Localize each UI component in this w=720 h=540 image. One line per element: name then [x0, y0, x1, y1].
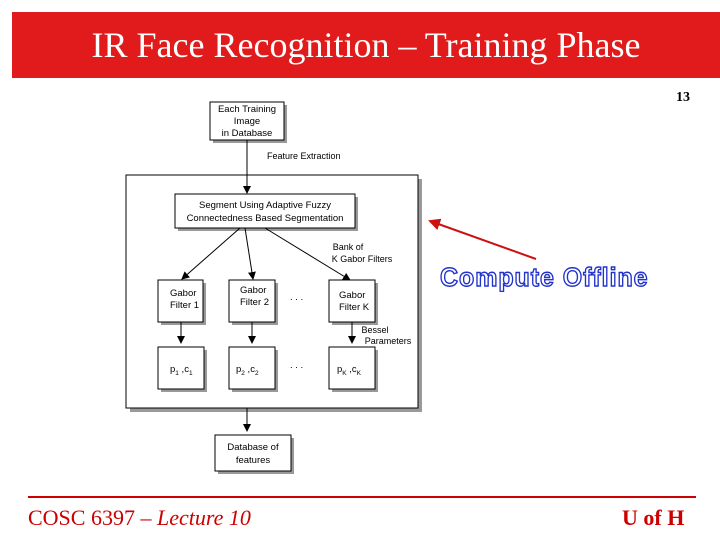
slide-title: IR Face Recognition – Training Phase	[91, 25, 641, 65]
output-box-line-1: Database of	[227, 442, 279, 453]
filter-ellipsis: . . .	[290, 292, 303, 303]
feature-extraction-label: Feature Extraction	[267, 151, 341, 161]
param-ellipsis: . . .	[290, 360, 303, 371]
footer-course-code: COSC 6397 –	[28, 505, 157, 530]
footer-divider	[28, 496, 696, 498]
bessel-label-line-2: Parameters	[365, 336, 412, 346]
arrow-to-filter-1	[181, 227, 241, 280]
param-box-1: p1 ,c1	[157, 346, 207, 392]
segment-box-line-2: Connectedness Based Segmentation	[187, 213, 344, 224]
output-box	[214, 434, 292, 472]
bessel-label-line-1: Bessel	[361, 325, 388, 335]
filter-box-k: Gabor Filter K	[328, 279, 378, 325]
filter-box-2: Gabor Filter 2	[228, 279, 278, 325]
svg-text:pK ,cK: pK ,cK	[337, 364, 362, 377]
segment-box-line-1: Segment Using Adaptive Fuzzy	[199, 200, 331, 211]
bank-label-line-1: Bank of	[333, 242, 364, 252]
segment-box	[174, 193, 356, 229]
input-box-line-1: Each Training	[218, 104, 276, 115]
svg-text:p2 ,c2: p2 ,c2	[236, 364, 259, 377]
annotation-arrow	[428, 218, 537, 260]
param-box-2: p2 ,c2	[228, 346, 278, 392]
footer-course: COSC 6397 – Lecture 10	[28, 505, 251, 531]
input-box	[209, 101, 285, 141]
filter-k-line-1: Gabor	[339, 290, 365, 301]
filter-box-1: Gabor Filter 1	[157, 279, 206, 325]
arrow-to-filter-k	[264, 227, 351, 281]
svg-text:p1 ,c1: p1 ,c1	[170, 364, 193, 377]
input-box-line-2: Image	[234, 116, 260, 127]
slide-number: 13	[676, 90, 690, 105]
footer-lecture: Lecture 10	[156, 505, 251, 530]
filter-2-line-2: Filter 2	[240, 297, 269, 308]
input-box-line-3: in Database	[222, 128, 273, 139]
output-box-line-2: features	[236, 455, 271, 466]
arrow-to-filter-2	[244, 227, 256, 280]
filter-k-line-2: Filter K	[339, 302, 370, 313]
bank-label-line-2: K Gabor Filters	[332, 254, 393, 264]
footer-institution: U of H	[622, 505, 685, 530]
filter-1-line-1: Gabor	[170, 288, 196, 299]
filter-1-line-2: Filter 1	[170, 300, 199, 311]
title-bar: IR Face Recognition – Training Phase	[12, 12, 720, 78]
compute-offline-annotation: Compute Offline	[439, 261, 649, 292]
param-box-k: pK ,cK	[328, 346, 378, 392]
filter-2-line-1: Gabor	[240, 285, 266, 296]
